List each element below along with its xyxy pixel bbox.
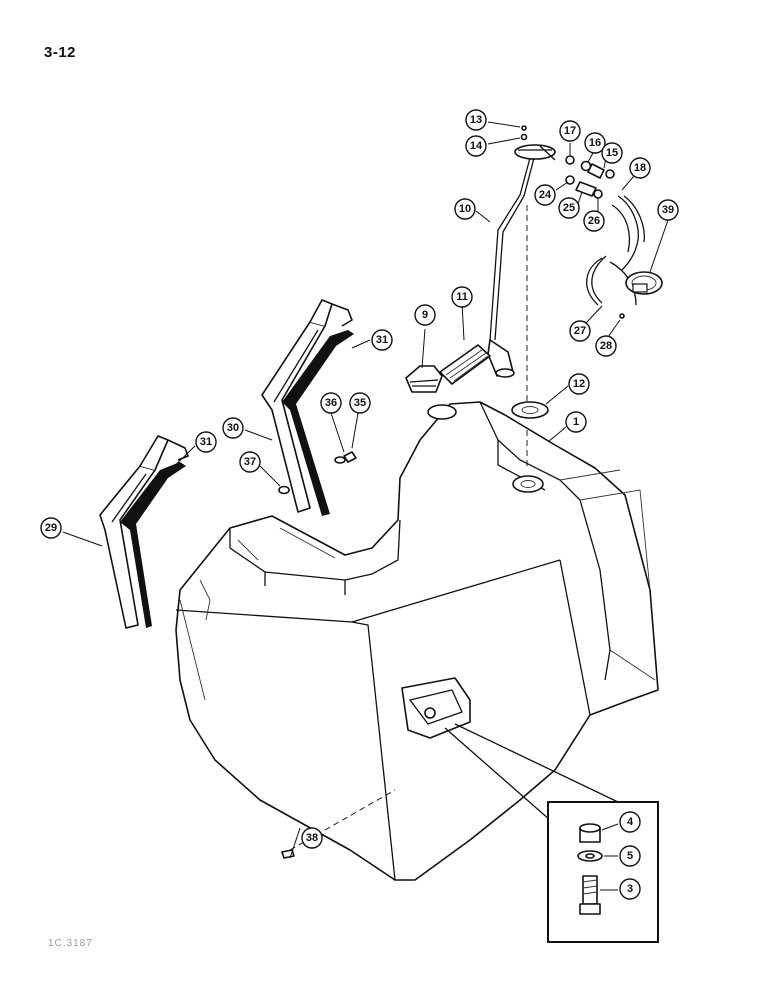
hose-27 xyxy=(586,257,603,306)
drain-plug-4 xyxy=(579,823,601,843)
svg-text:24: 24 xyxy=(539,189,552,201)
svg-text:31: 31 xyxy=(200,436,212,448)
nut-37 xyxy=(278,485,290,495)
fuel-sender-assembly xyxy=(487,144,556,378)
callout-26: 26 xyxy=(583,210,605,232)
svg-text:18: 18 xyxy=(634,162,646,174)
svg-text:9: 9 xyxy=(422,309,428,321)
svg-text:4: 4 xyxy=(627,816,634,828)
callout-31-upper: 31 xyxy=(371,329,393,351)
callout-24: 24 xyxy=(534,184,556,206)
callout-39: 39 xyxy=(657,199,679,221)
hose-18 xyxy=(617,195,639,271)
bracket-29 xyxy=(99,435,169,629)
callout-37: 37 xyxy=(239,451,261,473)
callout-14: 14 xyxy=(465,135,487,157)
callout-11: 11 xyxy=(451,286,473,308)
callout-29: 29 xyxy=(40,517,62,539)
svg-text:3: 3 xyxy=(627,883,633,895)
seal-31a xyxy=(120,462,186,628)
callout-35: 35 xyxy=(349,392,371,414)
svg-text:1: 1 xyxy=(573,416,579,428)
svg-text:12: 12 xyxy=(573,378,585,390)
page-number: 3-12 xyxy=(44,44,77,61)
adapter-3 xyxy=(579,875,601,915)
callout-17: 17 xyxy=(559,120,581,142)
seal-31b-lip xyxy=(331,303,353,327)
svg-text:38: 38 xyxy=(306,832,318,844)
svg-text:11: 11 xyxy=(456,291,468,303)
washer-36 xyxy=(334,456,346,464)
callout-15: 15 xyxy=(601,142,623,164)
callout-4: 4 xyxy=(619,811,641,833)
hose-clamp xyxy=(625,271,663,295)
callout-18: 18 xyxy=(629,157,651,179)
svg-text:31: 31 xyxy=(376,334,388,346)
svg-text:39: 39 xyxy=(662,204,674,216)
svg-text:15: 15 xyxy=(606,147,618,159)
callout-36: 36 xyxy=(320,392,342,414)
svg-text:13: 13 xyxy=(470,114,482,126)
fuel-tank xyxy=(175,401,659,881)
svg-text:36: 36 xyxy=(325,397,337,409)
svg-text:5: 5 xyxy=(627,850,633,862)
callout-30: 30 xyxy=(222,417,244,439)
seal-31b xyxy=(282,330,354,516)
grommet-9 xyxy=(405,365,443,393)
gasket-12 xyxy=(511,401,549,419)
figure-code: 1C.3187 xyxy=(48,938,93,949)
callout-1: 1 xyxy=(565,411,587,433)
callout-28: 28 xyxy=(595,335,617,357)
callout-3: 3 xyxy=(619,878,641,900)
fittings-cluster xyxy=(565,155,615,199)
svg-text:37: 37 xyxy=(244,456,256,468)
callout-16: 16 xyxy=(584,132,606,154)
bracket-30 xyxy=(261,299,333,513)
svg-text:14: 14 xyxy=(470,140,483,152)
svg-text:30: 30 xyxy=(227,422,239,434)
callout-13: 13 xyxy=(465,109,487,131)
detail-inset xyxy=(547,801,659,943)
bolt-35 xyxy=(343,451,357,463)
svg-text:26: 26 xyxy=(588,215,600,227)
svg-text:27: 27 xyxy=(574,325,586,337)
svg-text:17: 17 xyxy=(564,125,576,137)
callout-5: 5 xyxy=(619,845,641,867)
svg-text:29: 29 xyxy=(45,522,57,534)
callout-9: 9 xyxy=(414,304,436,326)
callout-10: 10 xyxy=(454,198,476,220)
svg-text:10: 10 xyxy=(459,203,471,215)
svg-text:25: 25 xyxy=(563,202,575,214)
strainer-11 xyxy=(439,344,491,385)
callout-12: 12 xyxy=(568,373,590,395)
callout-38: 38 xyxy=(301,827,323,849)
svg-text:28: 28 xyxy=(600,340,612,352)
svg-text:16: 16 xyxy=(589,137,601,149)
callout-31-lower: 31 xyxy=(195,431,217,453)
callout-25: 25 xyxy=(558,197,580,219)
svg-text:35: 35 xyxy=(354,397,366,409)
seal-31a-lip xyxy=(167,439,189,461)
leader-lines xyxy=(62,121,669,891)
callout-27: 27 xyxy=(569,320,591,342)
